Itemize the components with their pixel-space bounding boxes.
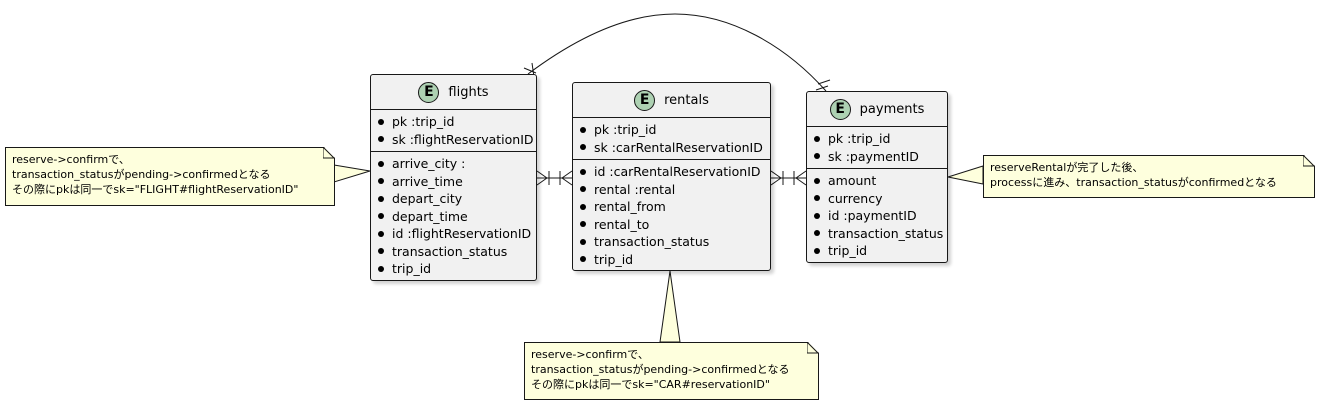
key-field: pk :trip_id bbox=[573, 121, 770, 139]
attribute-field: id :flightReservationID bbox=[371, 225, 536, 243]
entity-keys: pk :trip_id sk :paymentID bbox=[807, 127, 947, 168]
bullet-icon bbox=[580, 126, 586, 133]
note-line: reserve->confirmで、 bbox=[531, 348, 649, 361]
attribute-field: trip_id bbox=[573, 251, 770, 269]
entity-attributes: id :carRentalReservationID rental :renta… bbox=[573, 160, 770, 271]
bullet-icon bbox=[814, 230, 820, 237]
flights-rentals-relation bbox=[536, 170, 573, 186]
bullet-icon bbox=[580, 238, 586, 245]
attribute-field: id :carRentalReservationID bbox=[573, 163, 770, 181]
note-line: reserveRentalが完了した後、 bbox=[990, 161, 1144, 174]
bullet-icon bbox=[378, 248, 384, 255]
entity-flights-header: E flights bbox=[371, 75, 536, 109]
attribute-field: transaction_status bbox=[807, 225, 947, 243]
entity-badge-icon: E bbox=[829, 98, 851, 120]
attribute-field: rental :rental bbox=[573, 181, 770, 199]
bullet-icon bbox=[580, 256, 586, 263]
note-payments: reserveRentalが完了した後、 processに進み、transact… bbox=[983, 155, 1315, 198]
entity-rentals[interactable]: E rentals pk :trip_id sk :carRentalReser… bbox=[572, 82, 771, 271]
bullet-icon bbox=[814, 153, 820, 160]
attribute-field: arrive_city : bbox=[371, 155, 536, 173]
key-field: sk :flightReservationID bbox=[371, 131, 536, 149]
bullet-icon bbox=[378, 118, 384, 125]
bullet-icon bbox=[814, 195, 820, 202]
bullet-icon bbox=[580, 203, 586, 210]
rentals-note-connector bbox=[659, 270, 681, 343]
attribute-field: amount bbox=[807, 172, 947, 190]
attribute-field: rental_to bbox=[573, 216, 770, 234]
entity-name: rentals bbox=[664, 92, 709, 108]
entity-badge-icon: E bbox=[634, 89, 656, 111]
bullet-icon bbox=[580, 144, 586, 151]
bullet-icon bbox=[580, 221, 586, 228]
note-line: processに進み、transaction_statusがconfirmedと… bbox=[990, 176, 1277, 189]
rentals-payments-relation bbox=[770, 170, 807, 186]
attribute-field: trip_id bbox=[371, 260, 536, 278]
flights-note-connector bbox=[333, 164, 371, 183]
bullet-icon bbox=[378, 195, 384, 202]
bullet-icon bbox=[378, 265, 384, 272]
attribute-field: id :paymentID bbox=[807, 207, 947, 225]
note-line: transaction_statusがpending->confirmedとなる bbox=[12, 168, 271, 181]
note-fold-icon bbox=[323, 147, 335, 159]
bullet-icon bbox=[378, 136, 384, 143]
key-field: pk :trip_id bbox=[807, 130, 947, 148]
bullet-icon bbox=[378, 213, 384, 220]
note-rentals: reserve->confirmで、 transaction_statusがpe… bbox=[524, 342, 819, 400]
attribute-field: depart_city bbox=[371, 190, 536, 208]
entity-payments-header: E payments bbox=[807, 92, 947, 126]
note-line: その際にpkは同一でsk="CAR#reservationID" bbox=[531, 378, 770, 391]
bullet-icon bbox=[814, 247, 820, 254]
bullet-icon bbox=[378, 160, 384, 167]
key-field: sk :paymentID bbox=[807, 148, 947, 166]
note-line: reserve->confirmで、 bbox=[12, 153, 130, 166]
attribute-field: trip_id bbox=[807, 242, 947, 260]
payments-note-connector bbox=[947, 165, 984, 185]
entity-attributes: amount currency id :paymentID transactio… bbox=[807, 169, 947, 263]
bullet-icon bbox=[814, 177, 820, 184]
entity-payments[interactable]: E payments pk :trip_id sk :paymentID amo… bbox=[806, 91, 948, 263]
entity-name: payments bbox=[859, 101, 925, 117]
entity-rentals-header: E rentals bbox=[573, 83, 770, 117]
entity-name: flights bbox=[448, 84, 489, 100]
entity-flights[interactable]: E flights pk :trip_id sk :flightReservat… bbox=[370, 74, 537, 281]
attribute-field: rental_from bbox=[573, 198, 770, 216]
attribute-field: depart_time bbox=[371, 208, 536, 226]
note-flights: reserve->confirmで、 transaction_statusがpe… bbox=[5, 147, 335, 206]
note-line: transaction_statusがpending->confirmedとなる bbox=[531, 363, 790, 376]
bullet-icon bbox=[378, 178, 384, 185]
entity-keys: pk :trip_id sk :carRentalReservationID bbox=[573, 118, 770, 159]
note-line: その際にpkは同一でsk="FLIGHT#flightReservationID… bbox=[12, 183, 299, 196]
attribute-field: transaction_status bbox=[573, 233, 770, 251]
attribute-field: arrive_time bbox=[371, 173, 536, 191]
key-field: pk :trip_id bbox=[371, 113, 536, 131]
key-field: sk :carRentalReservationID bbox=[573, 139, 770, 157]
entity-attributes: arrive_city : arrive_time depart_city de… bbox=[371, 152, 536, 281]
entity-badge-icon: E bbox=[418, 81, 440, 103]
attribute-field: transaction_status bbox=[371, 243, 536, 261]
bullet-icon bbox=[580, 168, 586, 175]
attribute-field: currency bbox=[807, 190, 947, 208]
bullet-icon bbox=[814, 135, 820, 142]
note-fold-icon bbox=[807, 342, 819, 354]
bullet-icon bbox=[378, 230, 384, 237]
bullet-icon bbox=[580, 186, 586, 193]
note-fold-icon bbox=[1303, 155, 1315, 167]
bullet-icon bbox=[814, 212, 820, 219]
flights-payments-relation bbox=[523, 13, 831, 92]
entity-keys: pk :trip_id sk :flightReservationID bbox=[371, 110, 536, 151]
